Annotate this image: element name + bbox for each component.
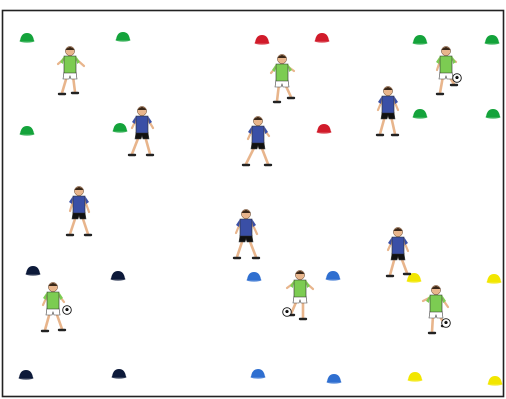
cone-base-top-left-1 <box>20 39 35 42</box>
cone-base-bottom-right-2 <box>487 280 502 283</box>
cone-base-bottom-left-4 <box>112 375 127 378</box>
cone-base-bottom-left-3 <box>19 376 34 379</box>
cone-base-top-middle-3 <box>317 130 332 133</box>
cone-base-bottom-left-1 <box>26 272 41 275</box>
cone-base-bottom-middle-4 <box>327 380 342 383</box>
cone-base-top-right-1 <box>413 41 428 44</box>
cone-base-bottom-middle-2 <box>326 277 341 280</box>
cone-base-bottom-left-2 <box>111 277 126 280</box>
cone-base-bottom-right-3 <box>408 378 423 381</box>
cone-base-top-left-2 <box>116 38 131 41</box>
cone-base-top-right-4 <box>486 115 501 118</box>
cone-base-bottom-middle-1 <box>247 278 262 281</box>
cone-base-top-right-3 <box>413 115 428 118</box>
cone-base-bottom-right-1 <box>407 279 422 282</box>
cone-base-bottom-middle-3 <box>251 375 266 378</box>
cone-base-top-left-4 <box>113 129 128 132</box>
cone-base-top-middle-1 <box>255 41 270 44</box>
cone-base-bottom-right-4 <box>488 382 503 385</box>
cone-base-top-right-2 <box>485 41 500 44</box>
cone-base-top-middle-2 <box>315 39 330 42</box>
cone-base-top-left-3 <box>20 132 35 135</box>
